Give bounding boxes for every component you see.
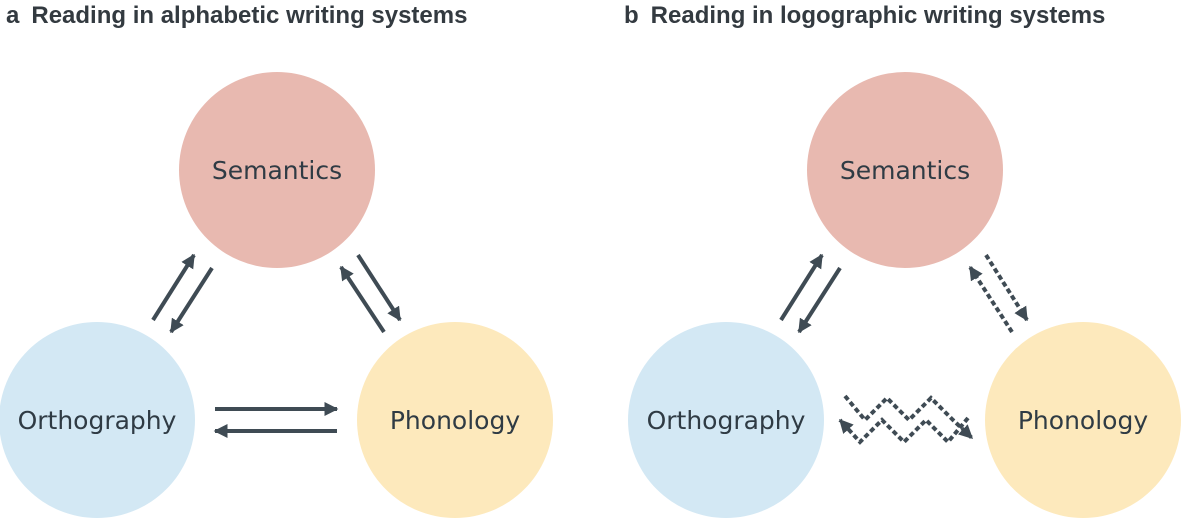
panel-a-arrow-semantics-to-phonology [356, 253, 402, 322]
panel-a-arrow-semantics-to-orthography [169, 266, 214, 334]
panel-a-semantics-label: Semantics [212, 156, 342, 185]
panel-b-semantics-node [807, 72, 1003, 268]
panel-a-phonology-label: Phonology [390, 406, 520, 435]
panel-b-phonology-node [985, 322, 1181, 518]
panel-a-orthography-semantics-arrows [151, 253, 214, 334]
panel-b-orthography-semantics-arrows [779, 253, 842, 334]
panel-a-diagram: Semantics Orthography Phonology [0, 72, 553, 518]
panel-b-semantics-label: Semantics [840, 156, 970, 185]
panel-b-arrow-phonology-to-semantics [968, 265, 1014, 334]
panel-b-arrow-semantics-to-orthography [797, 266, 842, 334]
panel-a-title: a Reading in alphabetic writing systems [6, 2, 467, 30]
panel-b-arrow-orthography-to-semantics [779, 253, 824, 322]
panel-b-orthography-label: Orthography [647, 406, 806, 435]
panel-b-arrow-semantics-to-phonology [984, 253, 1029, 322]
panel-b-phonology-label: Phonology [1018, 406, 1148, 435]
panel-b-title: b Reading in logographic writing systems [624, 2, 1105, 30]
panel-a-letter: a [6, 2, 20, 29]
panel-b-orthography-phonology-arrows [838, 394, 974, 445]
panel-b-title-text: Reading in logographic writing systems [650, 2, 1106, 29]
panel-a-phonology-node [357, 322, 553, 518]
panel-a-orthography-node [0, 322, 195, 518]
panel-a-arrow-phonology-to-semantics [339, 265, 386, 334]
panel-a-orthography-label: Orthography [18, 406, 177, 435]
panel-b-orthography-node [628, 322, 824, 518]
panel-a-orthography-phonology-arrows [213, 402, 339, 438]
panel-b-arrow-phonology-to-orthography [838, 416, 970, 445]
panel-a-arrow-orthography-to-semantics [151, 253, 196, 322]
panel-a-semantics-phonology-arrows [339, 253, 402, 334]
panel-b-letter: b [624, 2, 639, 29]
panel-b-arrow-orthography-to-phonology [843, 394, 974, 440]
panel-b-semantics-phonology-arrows [968, 253, 1029, 334]
panel-b-diagram: Semantics Orthography Phonology [628, 72, 1181, 518]
panel-a-title-text: Reading in alphabetic writing systems [31, 2, 468, 29]
panel-a-semantics-node [179, 72, 375, 268]
